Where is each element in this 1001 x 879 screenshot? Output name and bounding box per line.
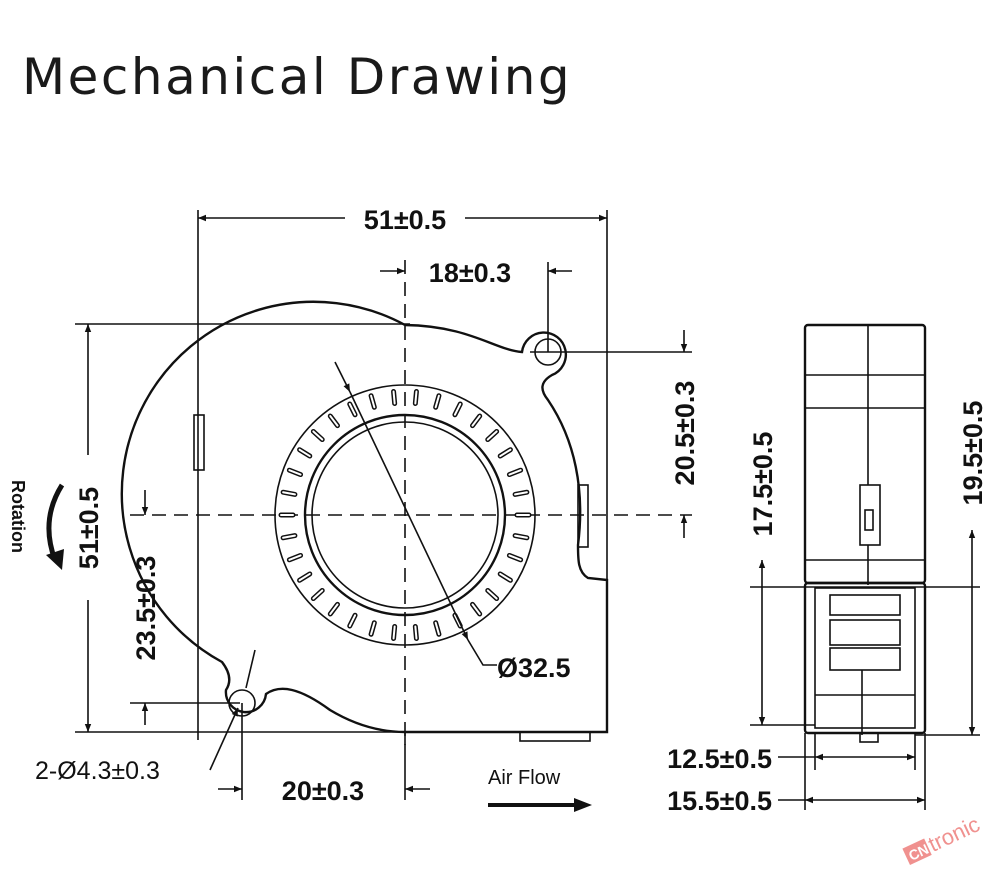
outlet-height-dimension: 17.5±0.5 bbox=[748, 432, 778, 537]
impeller-slot bbox=[471, 415, 481, 427]
impeller-slots bbox=[278, 389, 532, 641]
watermark-suffix: tronic bbox=[924, 811, 983, 856]
rotation-label: Rotation bbox=[8, 480, 28, 553]
impeller-slot bbox=[298, 572, 311, 582]
impeller-slot bbox=[312, 589, 324, 600]
front-view: 51±0.5 18±0.3 51±0.5 20.5±0.3 23.5±0.3 2… bbox=[8, 205, 700, 812]
hole-offset-x-dimension: 18±0.3 bbox=[429, 258, 511, 288]
impeller-slot bbox=[508, 554, 522, 561]
impeller-slot bbox=[370, 621, 376, 636]
impeller-slot bbox=[370, 394, 376, 409]
impeller-slot bbox=[434, 394, 440, 409]
impeller-slot bbox=[282, 534, 296, 539]
impeller-slot bbox=[434, 621, 440, 636]
outlet-width-dimension: 12.5±0.5 bbox=[667, 744, 772, 774]
hole-offset-x-bottom-dimension: 20±0.3 bbox=[282, 776, 364, 806]
rotation-arrow-icon bbox=[46, 483, 65, 561]
impeller-slot bbox=[348, 614, 357, 628]
impeller-slot bbox=[514, 534, 528, 539]
height-dimension: 51±0.5 bbox=[74, 487, 104, 569]
side-view: 17.5±0.5 19.5±0.5 12.5±0.5 15.5±0.5 bbox=[667, 323, 988, 816]
impeller-slot bbox=[471, 603, 481, 615]
width-dimension: 51±0.5 bbox=[364, 205, 446, 235]
impeller-slot bbox=[348, 402, 357, 416]
impeller-slot bbox=[298, 448, 311, 458]
impeller-slot bbox=[486, 589, 498, 600]
impeller-slot bbox=[288, 469, 302, 476]
impeller-slot bbox=[486, 430, 498, 441]
impeller-slot bbox=[414, 390, 418, 405]
impeller-slot bbox=[453, 402, 462, 416]
impeller-slot bbox=[453, 614, 462, 628]
impeller-slot bbox=[499, 572, 512, 582]
page-title: Mechanical Drawing bbox=[22, 48, 573, 106]
impeller-slot bbox=[288, 554, 302, 561]
impeller-slot bbox=[392, 625, 396, 640]
impeller-slot bbox=[499, 448, 512, 458]
impeller-slot bbox=[312, 430, 324, 441]
impeller-slot bbox=[329, 603, 339, 615]
hole-offset-y-bottom-dimension: 23.5±0.3 bbox=[131, 556, 161, 661]
hole-offset-y-top-dimension: 20.5±0.3 bbox=[670, 381, 700, 486]
impeller-slot bbox=[514, 491, 528, 496]
brand-watermark: CN tronic bbox=[902, 811, 984, 865]
thickness-dimension: 15.5±0.5 bbox=[667, 786, 772, 816]
inlet-diameter-dimension: Ø32.5 bbox=[497, 653, 571, 683]
impeller-slot bbox=[329, 415, 339, 427]
holes-dimension: 2-Ø4.3±0.3 bbox=[35, 757, 160, 785]
airflow-label: Air Flow bbox=[488, 767, 561, 789]
impeller-slot bbox=[392, 390, 396, 405]
total-height-dimension: 19.5±0.5 bbox=[958, 401, 988, 506]
watermark-prefix: CN bbox=[906, 841, 931, 864]
impeller-slot bbox=[414, 625, 418, 640]
impeller-slot bbox=[508, 469, 522, 476]
impeller-slot bbox=[282, 491, 296, 496]
